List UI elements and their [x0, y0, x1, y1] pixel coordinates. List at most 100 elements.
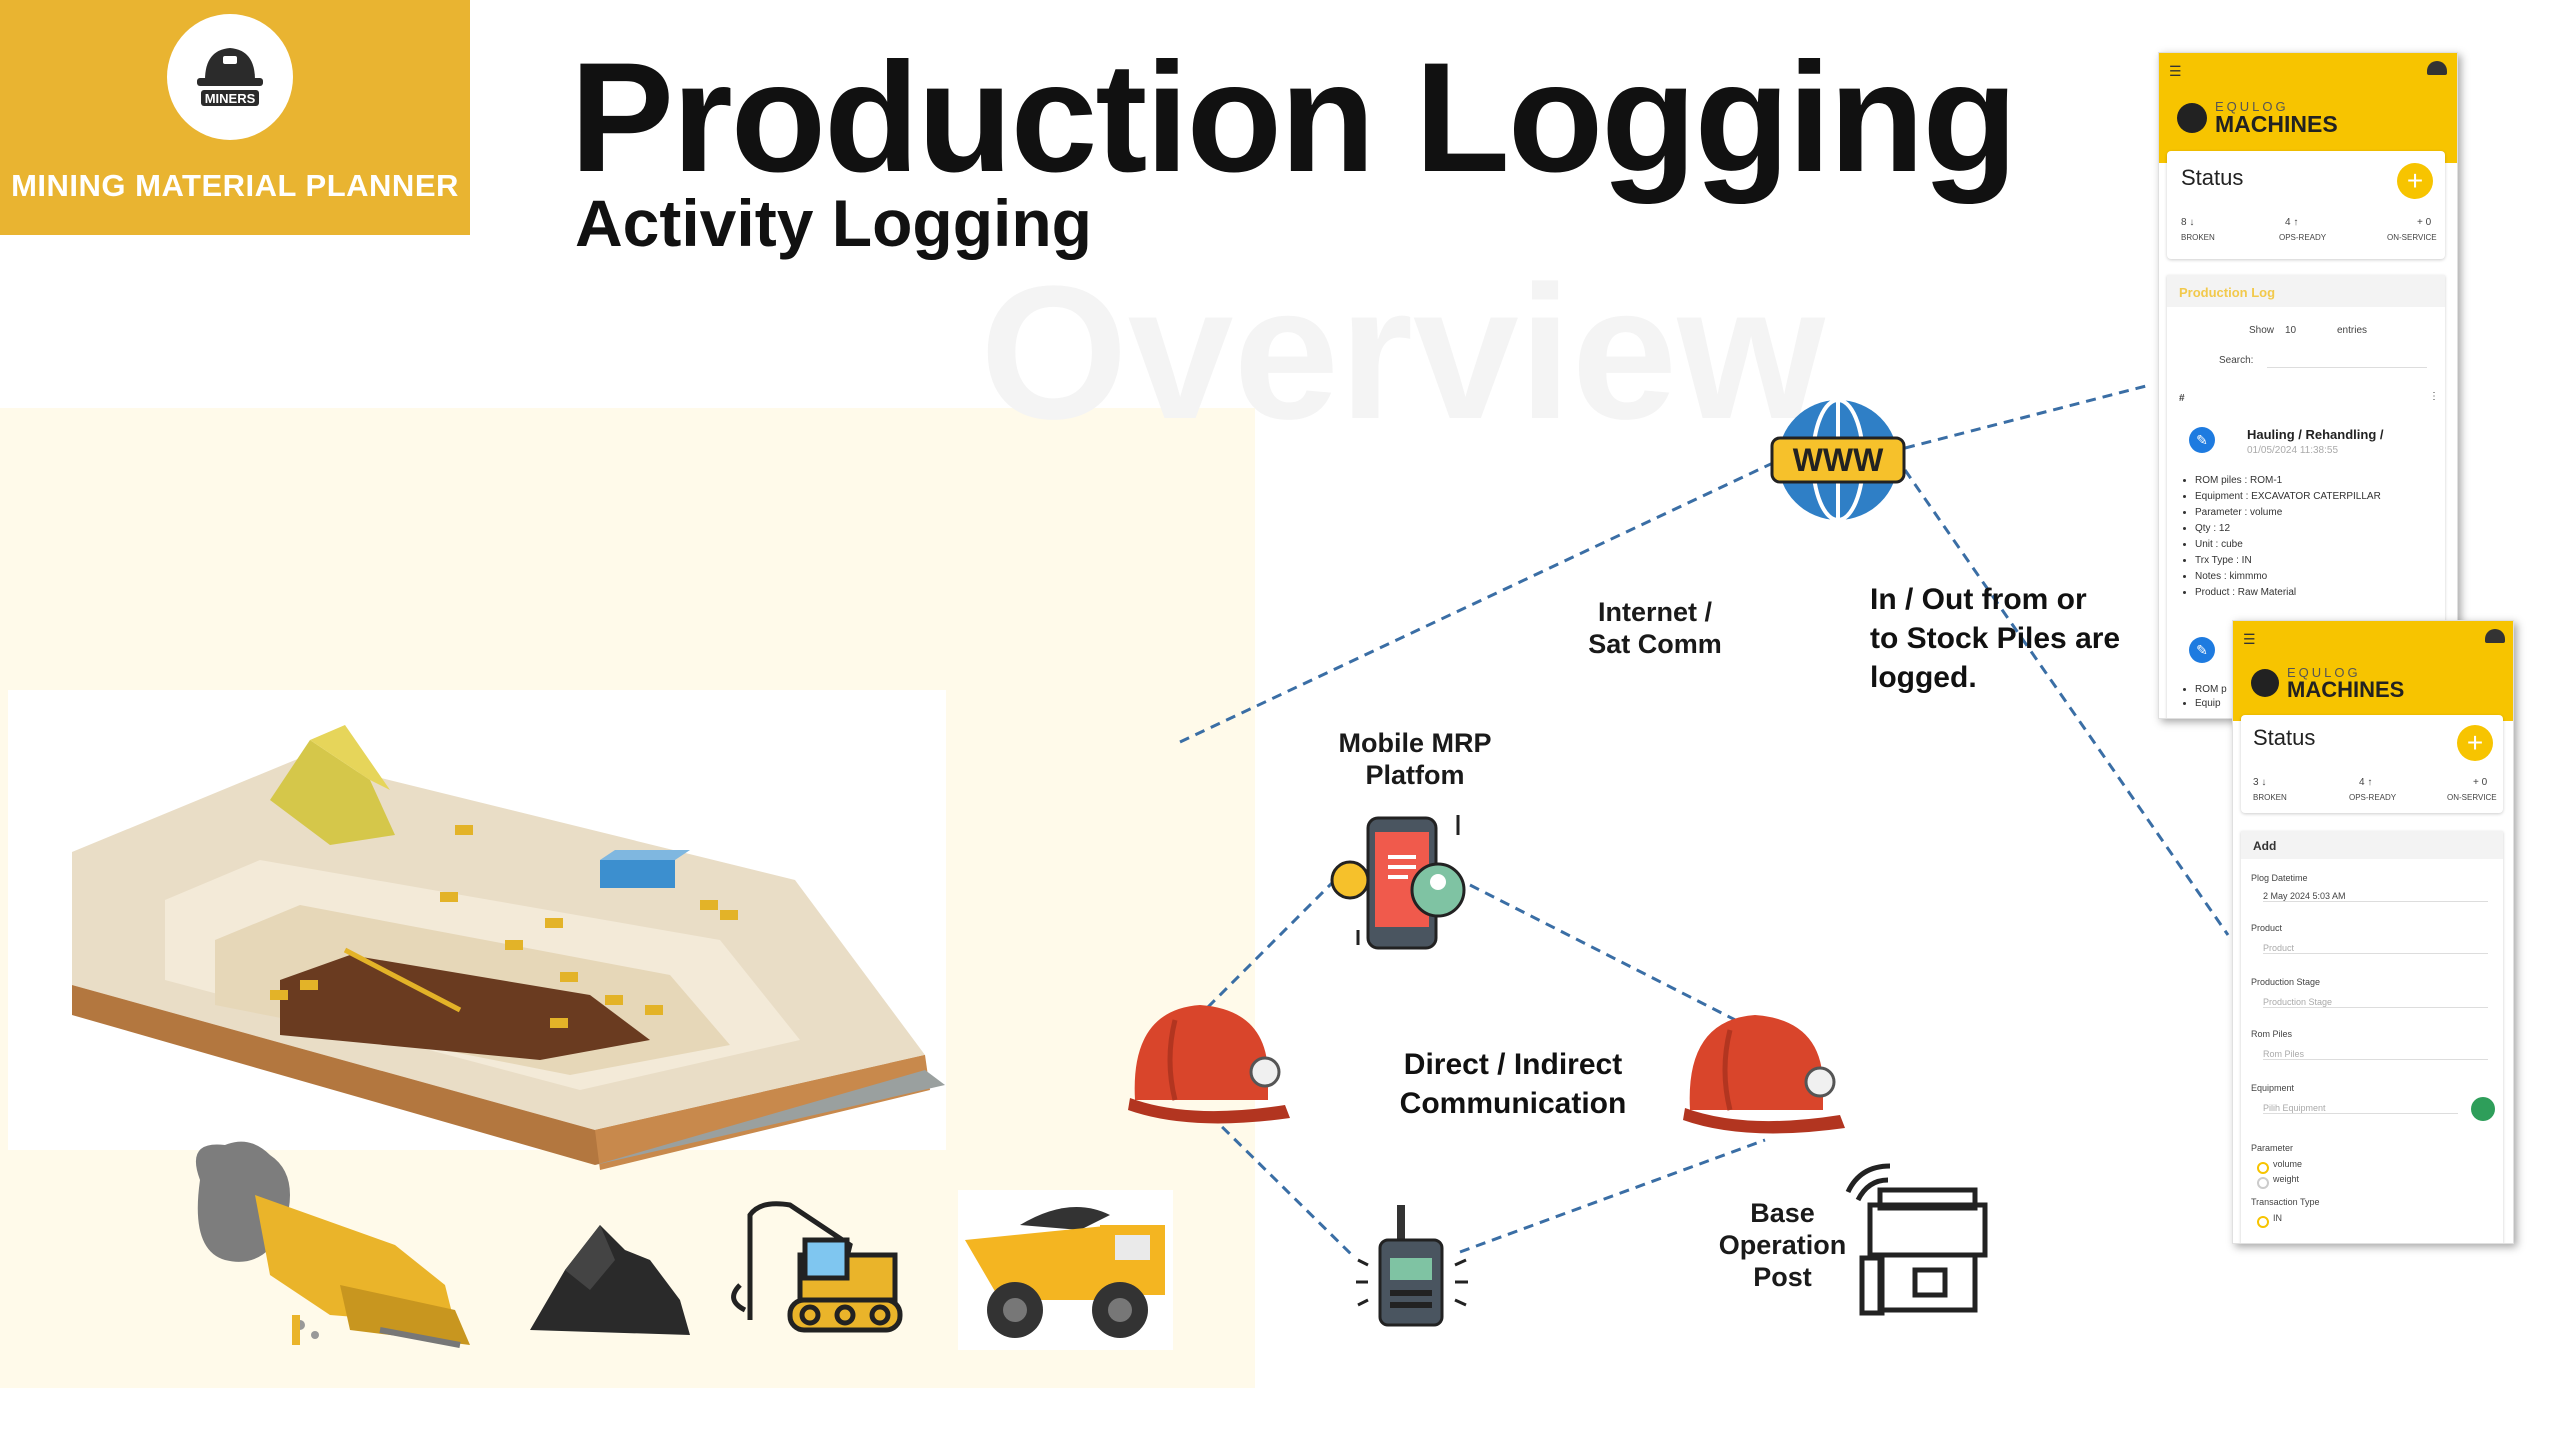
base-operation-label: Base Operation Post [1718, 1198, 1847, 1292]
entry-date: 01/05/2024 11:38:55 [2247, 445, 2339, 456]
equipment-input[interactable]: Pilih Equipment [2263, 1103, 2458, 1114]
link-www-to-phone2 [1903, 469, 2230, 936]
drill-machine-icon [195, 1141, 470, 1348]
menu-icon[interactable]: ☰ [2243, 631, 2256, 647]
status-title: Status [2181, 165, 2244, 190]
logo-badge: MINERS [167, 14, 293, 140]
entry-detail: Notes : kimmmo [2195, 569, 2381, 585]
stock-piles-note: In / Out from or to Stock Piles are logg… [1870, 583, 2121, 694]
radio-weight[interactable] [2257, 1177, 2269, 1189]
label-ops-ready: OPS-READY [2279, 233, 2327, 242]
coal-pile-icon [530, 1225, 690, 1335]
count-ops-ready: 4 ↑ [2359, 777, 2373, 788]
status-title: Status [2253, 725, 2316, 750]
logo-title: MINING MATERIAL PLANNER [11, 168, 459, 203]
count-on-service: + 0 [2473, 777, 2488, 788]
open-pit-mine-illustration [72, 725, 945, 1170]
edit-entry-icon[interactable]: ✎ [2189, 637, 2215, 663]
count-ops-ready: 4 ↑ [2285, 217, 2299, 228]
profile-helmet-icon[interactable] [2485, 629, 2505, 643]
production-log-title: Production Log [2179, 285, 2276, 300]
page-subtitle: Activity Logging [575, 186, 1092, 260]
rom-piles-select[interactable]: Rom Piles [2263, 1049, 2488, 1060]
dump-truck-icon [958, 1190, 1173, 1350]
link-mobile-to-www [1179, 460, 1776, 744]
page-title: Production Logging [570, 31, 2018, 205]
option-weight: weight [2273, 1174, 2300, 1184]
column-menu-icon[interactable]: ⋮ [2429, 391, 2439, 402]
production-stage-select[interactable]: Production Stage [2263, 997, 2488, 1008]
internet-sat-comm-label: Internet / Sat Comm [1588, 597, 1722, 659]
count-broken: 8 ↓ [2181, 217, 2195, 228]
product-select[interactable]: Product [2263, 943, 2488, 954]
label-broken: BROKEN [2253, 793, 2287, 802]
entry-detail: Equip [2195, 697, 2227, 711]
mobile-platform-label: Mobile MRP Platfom [1338, 728, 1492, 790]
entry-detail: Unit : cube [2195, 537, 2381, 553]
miners-helmet-icon: MINERS [197, 48, 263, 106]
equipment-label: Equipment [2251, 1083, 2295, 1093]
add-title: Add [2253, 839, 2277, 853]
left-helmet-icon [1128, 1005, 1290, 1124]
entry-detail-list: ROM piles : ROM-1 Equipment : EXCAVATOR … [2179, 473, 2381, 601]
entry-detail: Product : Raw Material [2195, 585, 2381, 601]
parameter-label: Parameter [2251, 1143, 2294, 1153]
production-stage-label: Production Stage [2251, 977, 2321, 987]
radio-volume[interactable] [2257, 1162, 2269, 1174]
label-on-service: ON-SERVICE [2387, 233, 2437, 242]
link-left-helmet-to-radio [1208, 1113, 1357, 1260]
search-input[interactable] [2267, 367, 2427, 368]
edit-entry-icon[interactable]: ✎ [2189, 427, 2215, 453]
menu-icon[interactable]: ☰ [2169, 63, 2182, 79]
show-entries-select[interactable]: 10 [2285, 325, 2297, 336]
plog-datetime-label: Plog Datetime [2251, 873, 2308, 883]
label-on-service: ON-SERVICE [2447, 793, 2497, 802]
search-label: Search: [2219, 355, 2254, 366]
link-radio-to-right-helmet [1459, 1138, 1766, 1254]
brand-small-text: EQULOG [2215, 99, 2289, 114]
phone-production-log: ☰ EQULOG MACHINES Status + 8 ↓ BROKEN 4 … [2158, 52, 2458, 719]
transaction-type-label: Transaction Type [2251, 1197, 2320, 1207]
plog-datetime-input[interactable]: 2 May 2024 5:03 AM [2263, 891, 2488, 902]
www-text: WWW [1793, 442, 1884, 478]
phone1-header: ☰ EQULOG MACHINES [2159, 53, 2457, 163]
brand-globe-icon [2251, 669, 2279, 697]
brand-text: MACHINES [2215, 111, 2338, 137]
add-status-button[interactable]: + [2397, 163, 2433, 199]
add-status-button[interactable]: + [2457, 725, 2493, 761]
rom-piles-label: Rom Piles [2251, 1029, 2293, 1039]
brand-text: MACHINES [2287, 677, 2405, 702]
add-form-card: Add Plog Datetime 2 May 2024 5:03 AM Pro… [2241, 831, 2503, 1243]
brand-small-text: EQULOG [2287, 665, 2361, 680]
column-hash: # [2179, 393, 2185, 404]
entry-detail: ROM p [2195, 683, 2227, 697]
option-volume: volume [2273, 1159, 2303, 1169]
watermark-text: Overview [980, 247, 1825, 459]
walkie-talkie-icon [1356, 1205, 1468, 1327]
profile-helmet-icon[interactable] [2427, 61, 2447, 75]
phone2-status-card: Status + 3 ↓ BROKEN 4 ↑ OPS-READY + 0 ON… [2241, 715, 2503, 813]
show-label: Show [2249, 325, 2275, 336]
phone-add-production: ☰ EQULOG MACHINES Status + 3 ↓ BROKEN 4 … [2232, 620, 2514, 1244]
link-www-to-phone1 [1904, 383, 2151, 450]
label-ops-ready: OPS-READY [2349, 793, 2397, 802]
count-broken: 3 ↓ [2253, 777, 2267, 788]
count-on-service: + 0 [2417, 217, 2432, 228]
entry-detail: Trx Type : IN [2195, 553, 2381, 569]
entry-detail: Equipment : EXCAVATOR CATERPILLAR [2195, 489, 2381, 505]
phone1-status-card: Status + 8 ↓ BROKEN 4 ↑ OPS-READY + 0 ON… [2167, 151, 2445, 259]
entries-label: entries [2337, 325, 2368, 336]
entry2-detail-list: ROM p Equip [2179, 683, 2227, 711]
equipment-picker-icon[interactable] [2471, 1097, 2495, 1121]
label-broken: BROKEN [2181, 233, 2215, 242]
direct-communication-label: Direct / Indirect Communication [1399, 1048, 1627, 1120]
entry-detail: Qty : 12 [2195, 521, 2381, 537]
radio-in[interactable] [2257, 1216, 2269, 1228]
link-mobile-to-left-helmet [1203, 878, 1337, 1012]
globe-www-icon: WWW [1770, 398, 1906, 522]
excavator-icon [731, 1201, 903, 1333]
product-label: Product [2251, 923, 2283, 933]
mobile-platform-icon [1330, 815, 1466, 950]
link-mobile-to-right-helmet [1469, 883, 1756, 1032]
